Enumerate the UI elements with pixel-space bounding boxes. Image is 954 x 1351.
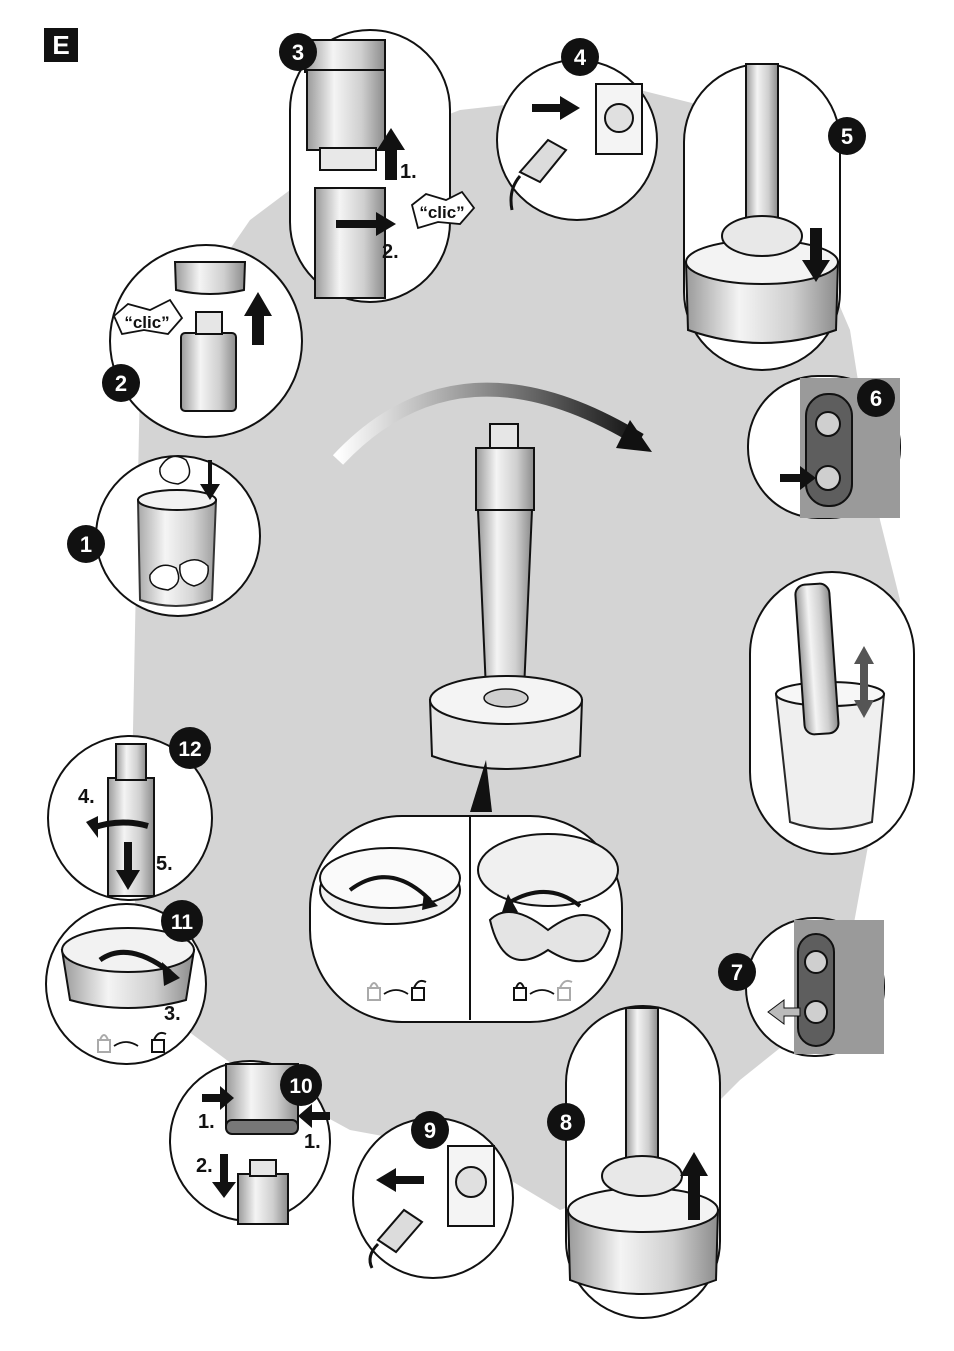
step-12-label-5: 5. [156, 853, 173, 875]
step-12-label-4: 4. [78, 786, 95, 808]
step-2-sound-label: “clic” [124, 313, 169, 332]
step-number-2: 2 [115, 371, 127, 396]
step-10-label-1b: 1. [304, 1131, 321, 1153]
step-number-6: 6 [870, 386, 882, 411]
step-7-illustration [746, 918, 884, 1056]
blade-detail-panels [310, 816, 622, 1022]
step-1-illustration [96, 456, 260, 616]
step-3-sound-label: “clic” [419, 203, 464, 222]
step-number-11: 11 [171, 911, 194, 934]
step-11-label-3: 3. [164, 1003, 181, 1025]
step-number-1: 1 [80, 532, 92, 557]
blending-illustration [750, 572, 914, 854]
step-10-label-1a: 1. [198, 1111, 215, 1133]
step-2-illustration [110, 245, 302, 437]
step-number-10: 10 [289, 1075, 312, 1098]
step-8-illustration [566, 1006, 720, 1318]
step-number-5: 5 [841, 124, 853, 149]
step-number-4: 4 [574, 45, 587, 70]
step-10-label-2: 2. [196, 1155, 213, 1177]
step-3-label-2: 2. [382, 241, 399, 263]
step-number-9: 9 [424, 1118, 436, 1143]
step-number-3: 3 [292, 40, 304, 65]
step-number-12: 12 [178, 738, 201, 761]
step-5-illustration [684, 64, 840, 370]
step-3-label-1: 1. [400, 161, 417, 183]
step-4-illustration [497, 60, 657, 220]
step-number-7: 7 [731, 960, 743, 985]
section-label: E [44, 28, 78, 62]
step-number-8: 8 [560, 1110, 572, 1135]
